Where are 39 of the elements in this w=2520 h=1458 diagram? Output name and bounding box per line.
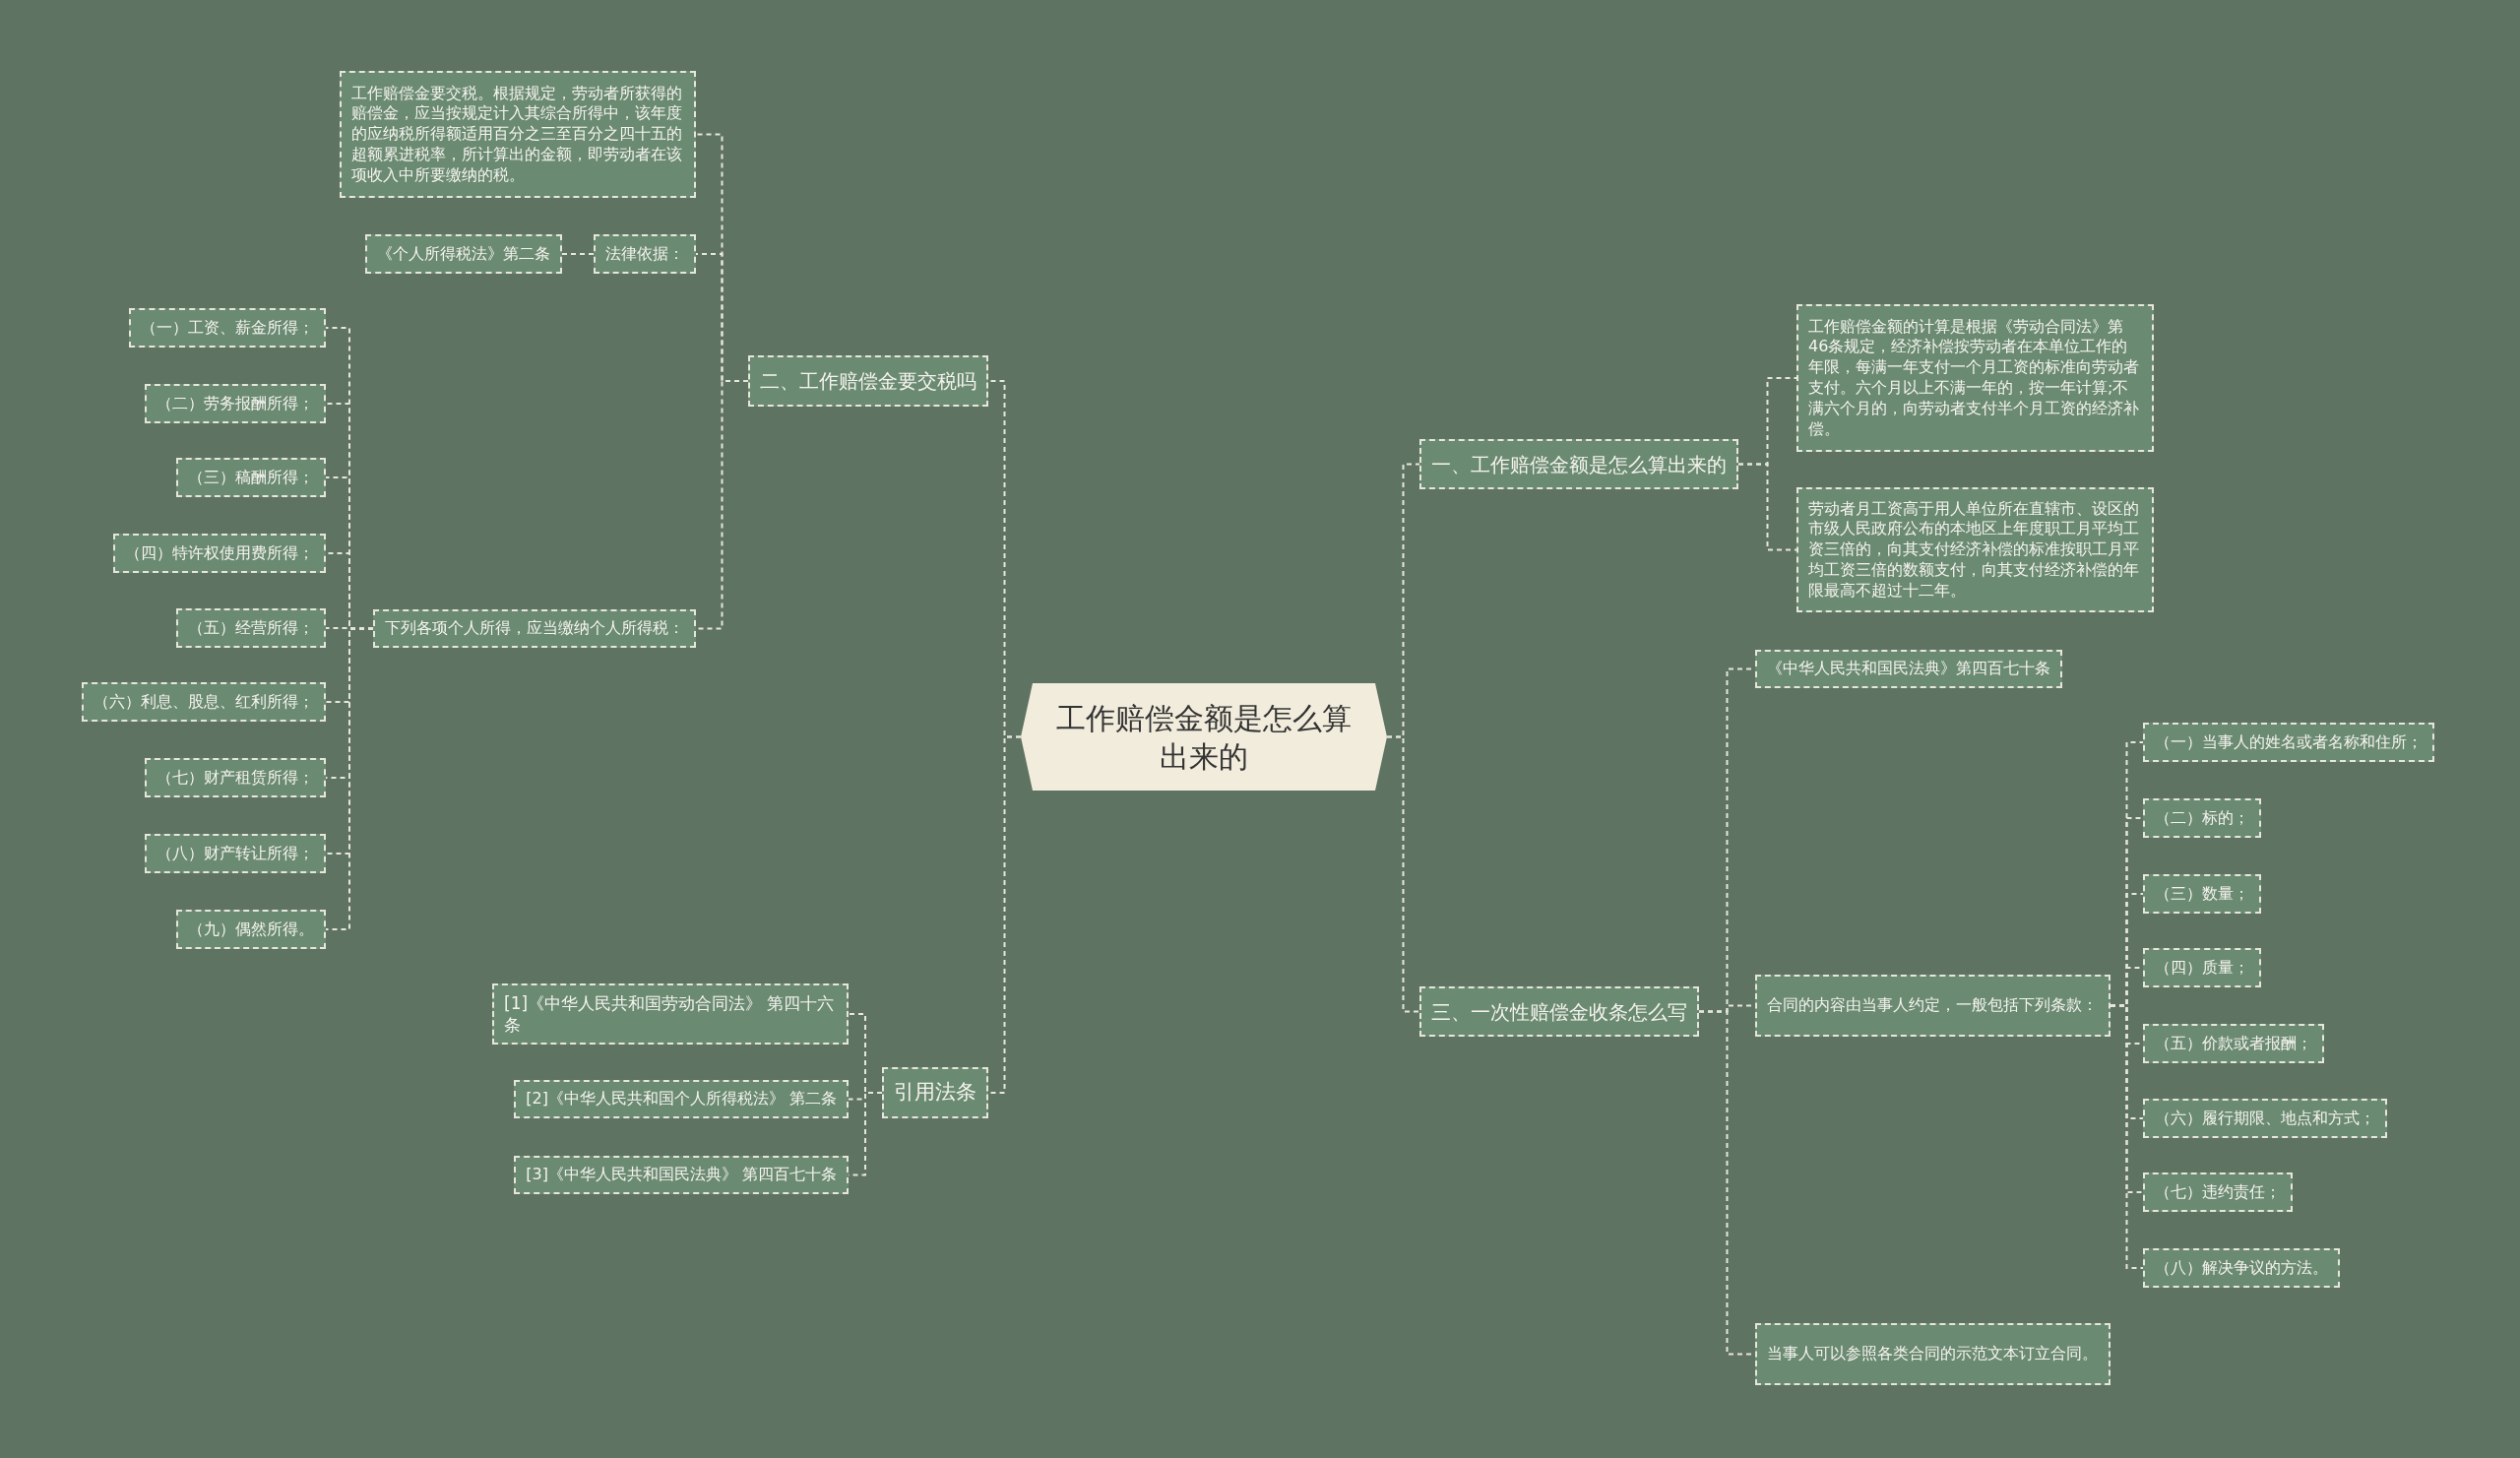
connector [325,627,374,930]
connector [561,253,595,255]
topic-box: 引用法条 [882,1067,988,1118]
text-box: 法律依据： [594,234,696,274]
text-box: 劳动者月工资高于用人单位所在直辖市、设区的市级人民政府公布的本地区上年度职工月平均工资三倍的，向其支付经济补偿的标准按职工月平均工资三倍的数额支付，向其支付经济补偿的年限最高不超过十二年。 [1796,487,2154,612]
text-box: （四）特许权使用费所得； [113,534,326,573]
text-box: （四）质量； [2143,948,2261,987]
text-box: （二）劳务报酬所得； [145,384,326,423]
text-box: （六）履行期限、地点和方式； [2143,1099,2387,1138]
text-box: 当事人可以参照各类合同的示范文本订立合同。 [1755,1323,2110,1385]
text-box: 《中华人民共和国民法典》第四百七十条 [1755,650,2062,688]
connector [2110,1004,2144,1269]
text-box: （七）违约责任； [2143,1173,2293,1212]
topic-box: 三、一次性赔偿金收条怎么写 [1419,986,1699,1037]
text-box: 工作赔偿金额的计算是根据《劳动合同法》第46条规定，经济补偿按劳动者在本单位工作的年限，每满一年支付一个月工资的标准向劳动者支付。六个月以上不满一年的，按一年计算;不满六个月的，向劳动者支付半个月工资的经济补偿。 [1796,304,2154,452]
text-box: （三）稿酬所得； [176,458,326,497]
text-box: （一）工资、薪金所得； [129,308,326,348]
text-box: 下列各项个人所得，应当缴纳个人所得税： [373,609,696,648]
connector [1386,735,1420,1013]
text-box: 合同的内容由当事人约定，一般包括下列条款： [1755,975,2110,1037]
topic-box: 一、工作赔偿金额是怎么算出来的 [1419,439,1738,489]
connector [1737,463,1797,551]
text-box: （八）解决争议的方法。 [2143,1248,2340,1288]
text-box: （一）当事人的姓名或者名称和住所； [2143,723,2434,762]
text-box: （五）经营所得； [176,608,326,648]
text-box: （五）价款或者报酬； [2143,1024,2324,1063]
text-box: （六）利息、股息、红利所得； [82,682,326,722]
text-box: 工作赔偿金要交税。根据规定，劳动者所获得的赔偿金，应当按规定计入其综合所得中，该年度的应纳税所得额适用百分之三至百分之四十五的超额累进税率，所计算出的金额，即劳动者在该项收入中所要缴纳的税。 [340,71,696,198]
text-box: （九）偶然所得。 [176,910,326,949]
topic-box: 二、工作赔偿金要交税吗 [748,355,988,407]
text-box: [3]《中华人民共和国民法典》 第四百七十条 [514,1156,849,1194]
text-box: （二）标的； [2143,798,2261,838]
central-topic: 工作赔偿金额是怎么算出来的 [1021,683,1387,791]
text-box: （八）财产转让所得； [145,834,326,873]
text-box: [2]《中华人民共和国个人所得税法》 第二条 [514,1080,849,1118]
text-box: （七）财产租赁所得； [145,758,326,797]
text-box: [1]《中华人民共和国劳动合同法》 第四十六条 [492,983,849,1045]
text-box: 《个人所得税法》第二条 [365,234,562,274]
text-box: （三）数量； [2143,874,2261,914]
